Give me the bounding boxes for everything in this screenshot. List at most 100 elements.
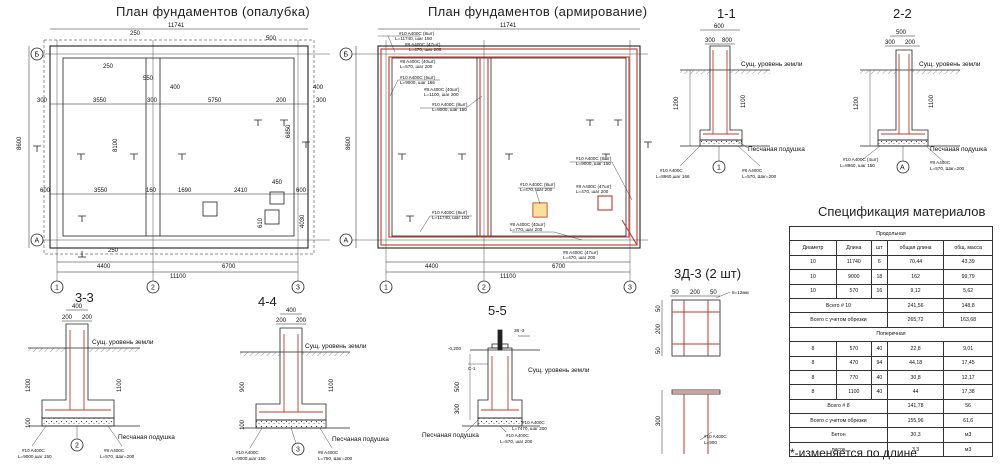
- s4-dim-200b: 200: [296, 318, 307, 324]
- s5-bar10b: #10 A400C: [506, 433, 529, 438]
- s1-dim-600: 600: [714, 24, 725, 30]
- title-plan-formwork: План фундаментов (опалубка): [116, 4, 311, 19]
- spec-cell: 9000: [835, 269, 872, 285]
- title-section-1: 1-1: [717, 6, 736, 21]
- s2-dim-500: 500: [896, 30, 907, 36]
- s3-bar8-l: L=570, Шаг=200: [100, 454, 135, 459]
- s5-c1: С-1: [468, 366, 476, 371]
- frame-3d3: [661, 291, 731, 454]
- spec-cell: 10: [789, 254, 837, 271]
- plan-reinforcement-labels: Б А 1 2 3 11741 4400 6700 11100 8600 #10…: [344, 23, 633, 292]
- dim-400b: 400: [313, 85, 324, 91]
- title-plan-reinforcement: План фундаментов (армирование): [428, 4, 648, 19]
- axis-b-label-2: Б: [344, 52, 349, 59]
- s4-dim-200: 200: [276, 318, 287, 324]
- s5-bar10-l: L=7470, шаг 200: [512, 426, 547, 431]
- s2-sand: Песчаная подушка: [930, 146, 987, 153]
- dim-1690: 1690: [178, 188, 192, 194]
- spec-cell: 6: [870, 254, 888, 271]
- s3-bar10-l: L=9000,шаг 150: [18, 454, 52, 459]
- axis-1-label-2: 1: [384, 285, 388, 292]
- dim-250: 250: [130, 31, 141, 37]
- s2-bar10-l: L=8960, шаг 150: [840, 163, 875, 168]
- s2-bar8: #8 A400C: [930, 160, 951, 165]
- spec-cell: 1100: [835, 384, 872, 400]
- s4-dim-1100: 1100: [329, 378, 335, 392]
- rebar-note-7: #10 A400C (8шт): [576, 156, 612, 161]
- plan-reinforcement: [339, 28, 652, 294]
- spec-cell: 3,3: [886, 441, 945, 458]
- title-frame-3d3: 3Д-3 (2 шт): [674, 266, 742, 281]
- spec-cell: Всего # 10: [789, 297, 888, 314]
- spec-cell: 155,96: [886, 413, 945, 429]
- spec-title: Спецификация материалов: [818, 204, 986, 219]
- table-row: 8 770 40 30,8 12,17: [789, 369, 993, 386]
- spec-cell: м3: [943, 441, 993, 458]
- rebar-note-8d: L=470, шаг 200: [576, 189, 609, 194]
- s1-sand: Песчаная подушка: [748, 146, 805, 153]
- spec-cell: 40: [870, 341, 888, 357]
- s3-bar10: #10 A400C: [22, 448, 45, 453]
- dim-11741: 11741: [168, 23, 185, 29]
- s3-bar8: #8 A400C: [104, 448, 125, 453]
- spec-cell: 8: [789, 384, 837, 400]
- rebar-note-5b: L=1100, шаг 200: [424, 92, 459, 97]
- dim-8600: 8600: [17, 136, 23, 150]
- rebar-note-5: #8 A400C (40шт): [424, 87, 460, 92]
- s5-m38: 38 -3: [514, 328, 525, 333]
- f-dim-50c: 50: [656, 305, 662, 312]
- rebar-note-9b: L=11740, шаг 150: [432, 215, 470, 220]
- spec-header: Диаметр: [789, 240, 837, 256]
- f-dim-50d: 50: [656, 347, 662, 354]
- dim-250b: 250: [103, 64, 114, 70]
- spec-cell: Бетон: [789, 427, 888, 443]
- dim-11100: 11100: [170, 274, 186, 280]
- s3-dim-1200: 1200: [26, 378, 32, 392]
- spec-cell: 241,56: [886, 297, 945, 314]
- rebar-note-11b: L=470, шаг 200: [563, 255, 596, 260]
- spec-cell: Всего # 8: [789, 398, 888, 415]
- s2-axis: А: [900, 165, 905, 172]
- section-3-3: [28, 309, 140, 452]
- rebar-note-11: #8 A400C (47шт): [563, 250, 599, 255]
- spec-header-row: Диаметр Длина шт общая длина общ. масса: [789, 240, 993, 256]
- f-dim-50: 50: [672, 290, 679, 296]
- s5-elev: -0,200: [448, 346, 461, 351]
- axis-1-label: 1: [55, 285, 59, 292]
- section-1-1-labels: 600 300 800 Сущ. уровень земли 1200 1100…: [656, 24, 805, 179]
- f-dim-50b: 50: [710, 290, 717, 296]
- spec-cell: 8: [789, 341, 837, 357]
- spec-cell: 570: [835, 341, 872, 357]
- dim-4030: 4030: [300, 214, 306, 228]
- axis-3-label-2: 3: [628, 285, 632, 292]
- rebar-note-4: #10 A400C (6шт): [400, 75, 436, 80]
- spec-cell: 770: [835, 369, 872, 386]
- table-row: Всего # 10 241,56 148,8: [789, 297, 993, 314]
- dim-6850: 6850: [286, 124, 292, 138]
- dim-3550b: 3550: [94, 188, 108, 194]
- rebar-note-2: #8 A400C (47шт): [405, 42, 441, 47]
- rebar-note-10: #8 A400C (40шт): [510, 222, 546, 227]
- axis-2-label: 2: [151, 285, 155, 292]
- table-row: 10 11740 6 70,44 43,39: [789, 254, 993, 271]
- spec-cell: 11740: [835, 254, 872, 271]
- s3-dim-200b: 200: [82, 315, 93, 321]
- s5-ground: Сущ. уровень земли: [528, 367, 590, 374]
- s3-ground: Сущ. уровень земли: [92, 339, 154, 346]
- rebar-note-2b: L=470, шаг 200: [409, 47, 442, 52]
- spec-cell: 17,38: [943, 384, 993, 400]
- spec-cell: 56: [943, 398, 993, 415]
- rebar-note-3: #8 A400C (40шт): [400, 59, 436, 64]
- dim-11100-2: 11100: [500, 274, 516, 280]
- table-row: 8 1100 40 44 17,38: [789, 384, 993, 400]
- f-dim-300: 300: [656, 415, 662, 426]
- rebar-note-8: #10 A400C (8шт): [520, 182, 556, 187]
- rebar-note-9: #10 A400C (8шт): [432, 210, 468, 215]
- s4-sand: Песчаная подушка: [332, 436, 389, 443]
- axis-2-label-2: 2: [482, 285, 486, 292]
- table-row: 8 470 94 44,18 17,45: [789, 355, 993, 371]
- s1-bar10-l: L=8960,шаг 166: [656, 174, 690, 179]
- spec-header: Длина: [835, 240, 872, 256]
- section-4-4: [240, 313, 350, 456]
- dim-4400: 4400: [97, 264, 111, 270]
